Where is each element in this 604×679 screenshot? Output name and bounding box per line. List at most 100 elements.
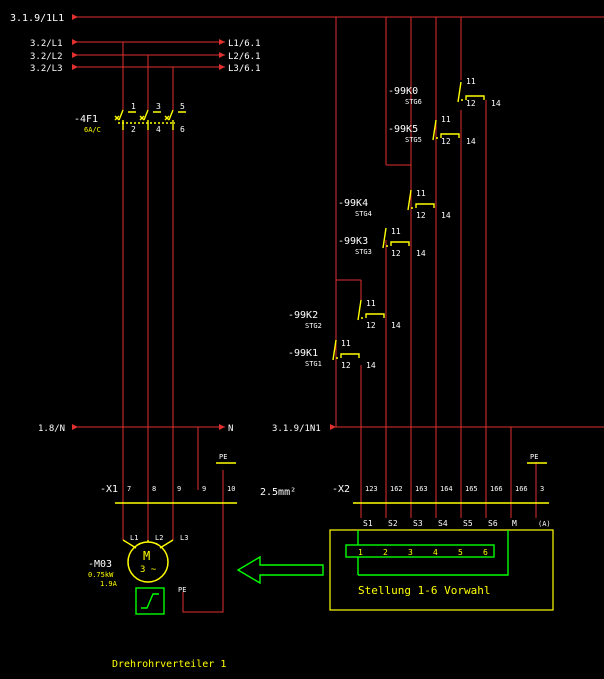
contacts	[332, 81, 485, 361]
selector-label: S1	[363, 519, 373, 528]
terminal-x2-pe: PE	[530, 453, 538, 461]
terminal-bars	[115, 462, 549, 504]
contact-sub: STG4	[355, 210, 372, 218]
terminal-x1-num: 9	[177, 485, 181, 493]
contact-pin: 14	[491, 99, 501, 108]
breaker-4f1	[114, 109, 186, 130]
contact-sub: STG3	[355, 248, 372, 256]
terminal-x2-num: 165	[465, 485, 478, 493]
selector-label: (A)	[538, 520, 551, 528]
selector-pos: 2	[383, 548, 388, 557]
ref-out-l1: L1/6.1	[228, 39, 261, 49]
terminal-x2-num: 3	[540, 485, 544, 493]
motor-pin: L2	[155, 534, 163, 542]
ref-l1-main: 3.1.9/1L1	[10, 13, 64, 24]
ref-l2: 3.2/L2	[30, 52, 63, 62]
selector-pos: 3	[408, 548, 413, 557]
selector-label: S6	[488, 519, 498, 528]
contact-pin: 14	[466, 137, 476, 146]
terminal-x2-num: 164	[440, 485, 453, 493]
breaker-pin: 1	[131, 102, 136, 111]
contact-pin: 11	[391, 227, 401, 236]
selector-pos: 6	[483, 548, 488, 557]
contact-pin: 14	[416, 249, 426, 258]
selector-label: S2	[388, 519, 398, 528]
ref-l1: 3.2/L1	[30, 39, 63, 49]
left-wiring	[122, 42, 224, 613]
breaker-pin: 6	[180, 125, 185, 134]
terminal-x2-num: 163	[415, 485, 428, 493]
contact-sub: STG1	[305, 360, 322, 368]
breaker-pin: 4	[156, 125, 161, 134]
contact-pin: 12	[466, 99, 476, 108]
selector-label: S4	[438, 519, 448, 528]
selector-label: S5	[463, 519, 473, 528]
terminal-x1-num: 10	[227, 485, 235, 493]
motor-pin: L1	[130, 534, 138, 542]
contact-pin: 12	[416, 211, 426, 220]
contact-tag: -99K2	[288, 310, 318, 321]
contact-sub: STG6	[405, 98, 422, 106]
motor-m03	[122, 539, 174, 615]
motor-pin: L3	[180, 534, 188, 542]
contact-sub: STG5	[405, 136, 422, 144]
selector-pos: 4	[433, 548, 438, 557]
selector-label: S3	[413, 519, 423, 528]
selector-box	[329, 529, 554, 611]
ref-n: 1.8/N	[38, 424, 65, 434]
terminal-x1-num: 8	[152, 485, 156, 493]
terminal-x2-num: 166	[515, 485, 528, 493]
contact-tag: -99K4	[338, 198, 368, 209]
terminal-x1-tag: -X1	[100, 484, 118, 495]
terminal-x2-num: 166	[490, 485, 503, 493]
breaker-tag: -4F1	[74, 114, 98, 125]
cable-size: 2.5mm²	[260, 487, 296, 498]
breaker-pin: 2	[131, 125, 136, 134]
breaker-pin: 5	[180, 102, 185, 111]
breaker-rating: 6A/C	[84, 126, 101, 134]
terminal-x1-pe: PE	[219, 453, 227, 461]
contact-pin: 11	[416, 189, 426, 198]
selector-label: M	[512, 519, 517, 528]
ref-out-n: N	[228, 424, 233, 434]
contact-tag: -99K0	[388, 86, 418, 97]
terminal-x2-tag: -X2	[332, 484, 350, 495]
contact-pin: 11	[441, 115, 451, 124]
contact-pin: 14	[366, 361, 376, 370]
footer-title: Drehrohrverteiler 1	[112, 659, 226, 670]
terminal-x1-num: 9	[202, 485, 206, 493]
ref-l3: 3.2/L3	[30, 64, 63, 74]
contact-pin: 12	[341, 361, 351, 370]
contact-pin: 11	[366, 299, 376, 308]
contact-pin: 14	[391, 321, 401, 330]
contact-pin: 11	[341, 339, 351, 348]
ref-out-l2: L2/6.1	[228, 52, 261, 62]
contact-pin: 14	[441, 211, 451, 220]
contact-sub: STG2	[305, 322, 322, 330]
contact-pin: 12	[391, 249, 401, 258]
terminal-x2-num: 162	[390, 485, 403, 493]
contact-tag: -99K1	[288, 348, 318, 359]
contact-pin: 11	[466, 77, 476, 86]
contact-tag: -99K3	[338, 236, 368, 247]
ref-out-l3: L3/6.1	[228, 64, 261, 74]
motor-symbol: M	[143, 549, 150, 563]
contact-tag: -99K5	[388, 124, 418, 135]
contact-wiring	[335, 17, 537, 518]
terminal-x1-num: 7	[127, 485, 131, 493]
motor-tag: -M03	[88, 559, 112, 570]
motor-phase: 3 ~	[140, 565, 157, 575]
terminal-x2-num: 123	[365, 485, 378, 493]
contact-pin: 12	[441, 137, 451, 146]
motor-current: 1.9A	[100, 580, 118, 588]
motor-pe: PE	[178, 586, 186, 594]
selector-caption: Stellung 1-6 Vorwahl	[358, 584, 490, 597]
selector-pos: 5	[458, 548, 463, 557]
motor-power: 0.75kW	[88, 571, 114, 579]
arrow-left-icon	[236, 555, 324, 585]
selector-pos: 1	[358, 548, 363, 557]
ref-n1: 3.1.9/1N1	[272, 424, 321, 434]
